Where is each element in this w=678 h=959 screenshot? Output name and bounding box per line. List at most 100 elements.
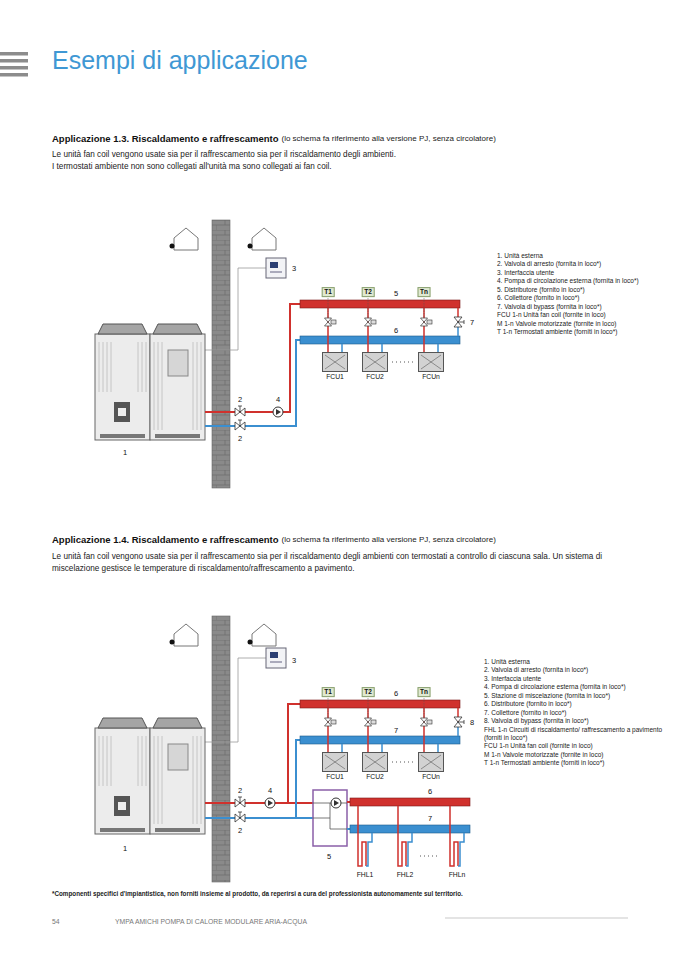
diagram-1-3-part	[235, 420, 245, 430]
floor-loop-symbol-part	[406, 838, 412, 866]
key-item: 7. Collettore (fornito in loco*)	[484, 709, 664, 717]
key-list: 1. Unità esterna2. Valvola di arresto (f…	[497, 252, 677, 336]
thermostat-tag: T1	[322, 287, 335, 297]
callout-number: 3	[292, 656, 296, 665]
key-item: 4. Pompa di circolazione esterna (fornit…	[497, 277, 677, 285]
fan-coil-symbol-part	[325, 355, 345, 369]
diagram-1-3-part	[95, 324, 205, 440]
body-text: Le unità fan coil vengono usate sia per …	[52, 150, 396, 160]
key-list: 1. Unità esterna2. Valvola di arresto (f…	[484, 658, 664, 768]
key-item: 1. Unità esterna	[484, 658, 664, 666]
fan-coil-symbol	[418, 352, 444, 372]
diagram-1-3-part	[273, 407, 283, 417]
diagram-1-4-part	[265, 798, 275, 808]
diagram-1-4-part	[331, 798, 341, 808]
diagram-1-3-part	[205, 340, 300, 426]
diagram-1-3-part	[328, 298, 424, 317]
fan-coil-symbol-part	[365, 355, 385, 369]
callout-number: 3	[292, 264, 296, 273]
floor-loop: FHL1	[354, 838, 376, 879]
key-item: 2. Valvola di arresto (fornita in loco*)	[497, 260, 677, 268]
callout-number: 6	[394, 326, 398, 335]
callout-number: 5	[327, 852, 331, 861]
key-item: M 1-n Valvole motorizzate (fornite in lo…	[497, 320, 677, 328]
unit-label: FCU1	[326, 773, 344, 781]
fan-coil-symbol-part	[419, 753, 444, 772]
floor-loop-symbol	[354, 838, 376, 870]
key-item: 5. Stazione di miscelazione (fornita in …	[484, 692, 664, 700]
fan-coil-unit: FCU1	[322, 352, 348, 381]
diagram-1-3	[95, 220, 464, 488]
diagram-1-4-part	[454, 717, 464, 727]
title-stripes-part	[0, 73, 28, 77]
callout-number: 5	[394, 289, 398, 298]
unit-label: FHL2	[397, 871, 414, 879]
fan-coil-symbol	[418, 752, 444, 772]
diagram-1-4-part	[350, 798, 470, 806]
diagram-1-3-part	[454, 317, 464, 327]
fan-coil-symbol-part	[421, 755, 441, 769]
callout-number: 1	[123, 844, 127, 853]
diagram-1-3-part	[325, 318, 337, 326]
diagram-1-4-part	[170, 624, 199, 646]
diagram-1-4-part	[212, 616, 230, 882]
floor-loop: FHL2	[394, 838, 416, 879]
diagram-1-3-part	[342, 344, 438, 352]
diagram-1-3-part	[365, 318, 377, 326]
heading-note: (lo schema fa riferimento alla versione …	[282, 535, 496, 545]
diagram-1-3-part	[392, 362, 414, 363]
callout-number: 6	[394, 689, 398, 698]
key-item: 8. Valvola di bypass (fornita in loco*)	[484, 717, 664, 725]
floor-loop-symbol	[394, 838, 416, 870]
diagram-1-4-part	[347, 828, 350, 830]
title-stripes-part	[0, 59, 28, 63]
title-stripes-part	[0, 66, 28, 70]
diagram-1-4-part	[313, 790, 347, 846]
key-item: 3. Interfaccia utente	[484, 675, 664, 683]
key-item: M 1-n Valvole motorizzate (fornite in lo…	[484, 751, 664, 759]
fan-coil-symbol-part	[365, 755, 385, 769]
key-item: T 1-n Termostati ambiente (forniti in lo…	[497, 328, 677, 336]
floor-loop-symbol-part	[358, 838, 366, 866]
footnote: *Componenti specifici d'impiantistica, n…	[52, 890, 463, 898]
section-heading: Applicazione 1.4. Riscaldamento e raffre…	[52, 534, 279, 545]
callout-number: 4	[268, 786, 272, 795]
floor-loop-symbol-part	[450, 838, 458, 866]
diagram-1-4-part	[350, 825, 470, 833]
key-item: 6. Distributore (fornito in loco*)	[484, 700, 664, 708]
fan-coil-symbol	[322, 352, 348, 372]
thermostat-tag: T2	[362, 687, 375, 697]
thermostat-tag: Tn	[418, 287, 431, 297]
footer-rule	[445, 918, 628, 919]
fan-coil-unit: FCU2	[362, 352, 388, 381]
floor-loop-symbol	[446, 838, 468, 870]
diagram-1-4-part	[313, 803, 347, 818]
key-item: 3. Interfaccia utente	[497, 269, 677, 277]
key-item: 4. Pompa di circolazione esterna (fornit…	[484, 683, 664, 691]
diagram-1-3-part	[421, 318, 433, 326]
fan-coil-symbol	[322, 752, 348, 772]
diagram-1-3-part	[205, 268, 266, 350]
floor-loop-symbol-part	[458, 838, 464, 866]
fan-coil-symbol-part	[323, 753, 348, 772]
callout-number: 1	[123, 448, 127, 457]
diagram-1-4-part	[365, 718, 377, 726]
callout-number: 7	[470, 318, 474, 327]
diagram-1-4-part	[300, 700, 460, 708]
key-item: 7. Valvola di bypass (fornita in loco*)	[497, 303, 677, 311]
diagram-1-4-part	[328, 698, 424, 717]
diagram-1-3-part	[248, 228, 277, 250]
floor-loop: FHLn	[446, 838, 468, 879]
diagram-1-4-part	[235, 812, 245, 822]
fan-coil-symbol-part	[323, 353, 348, 372]
unit-label: FCU1	[326, 373, 344, 381]
thermostat-tag: T1	[322, 687, 335, 697]
callout-number: 2	[238, 434, 242, 443]
heading-note: (lo schema fa riferimento alla versione …	[282, 134, 496, 144]
diagram-1-4-part	[95, 718, 205, 834]
callout-number: 2	[238, 395, 242, 404]
callout-number: 7	[428, 814, 432, 823]
page-footer: YMPA AMICHI POMPA DI CALORE MODULARE ARI…	[115, 918, 307, 926]
diagram-1-4-part	[205, 658, 266, 742]
callout-number: 8	[470, 718, 474, 727]
